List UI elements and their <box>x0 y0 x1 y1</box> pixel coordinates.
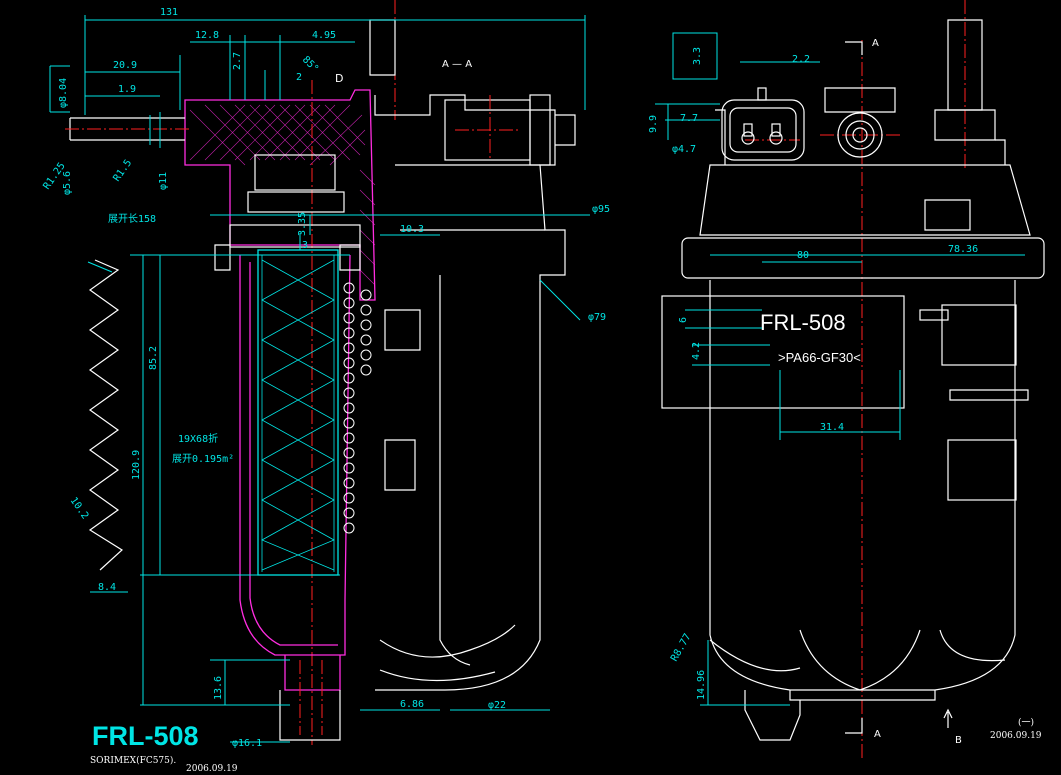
dim-95: φ95 <box>592 204 610 215</box>
dim-10-3: 10.3 <box>400 224 424 235</box>
drain-hatch <box>284 655 341 691</box>
dim-85deg: 85° <box>300 54 321 75</box>
label-plate <box>661 295 905 409</box>
dim-4-95: 4.95 <box>312 30 336 41</box>
dim-85-2: 85.2 <box>148 346 159 370</box>
dim-8-04: φ8.04 <box>58 78 69 108</box>
dim-131: 131 <box>160 7 178 18</box>
flange <box>681 237 1045 279</box>
dim-2-2: 2.2 <box>792 54 810 65</box>
pleat-area: 展开0.195m² <box>172 453 234 465</box>
view-d: D <box>335 72 343 85</box>
bowl-wall <box>239 254 351 656</box>
dim-13-6: 13.6 <box>213 676 224 700</box>
dim-3: 3 <box>302 240 308 251</box>
dim-4-2: 4.2 <box>691 342 702 360</box>
part-number: FRL-508 <box>92 721 199 751</box>
dim-31-4: 31.4 <box>820 422 844 433</box>
dim-8-4: 8.4 <box>98 582 116 593</box>
dim-7-7: 7.7 <box>680 113 698 124</box>
head-body <box>699 164 1031 236</box>
dim-9-9: 9.9 <box>648 115 659 133</box>
pleat-unfold-profile <box>88 259 123 571</box>
dim-120-9: 120.9 <box>131 450 142 480</box>
label-title: FRL-508 <box>760 310 846 335</box>
dim-3-35: 3.35 <box>297 212 308 236</box>
dim-11: φ11 <box>158 172 169 190</box>
view-b: B <box>955 735 962 746</box>
dim-r1-5: R1.5 <box>111 158 134 184</box>
dim-22: φ22 <box>488 700 506 711</box>
date-right: 2006.09.19 <box>990 731 1042 741</box>
dim-6: 6 <box>678 317 689 323</box>
dim-2: 2 <box>296 72 302 83</box>
pleat-count: 19X68折 <box>178 432 218 445</box>
dim-6-86: 6.86 <box>400 699 424 710</box>
view-a-top: A <box>872 38 879 49</box>
dim-20-9: 20.9 <box>113 60 137 71</box>
dim-80: 80 <box>797 250 809 261</box>
dim-5-6: φ5.6 <box>62 171 73 195</box>
spring-coils <box>343 282 372 534</box>
section-arrow-top <box>845 41 863 55</box>
crosshatch <box>189 104 376 286</box>
dimension-lines <box>49 15 590 743</box>
filter-element <box>257 249 339 576</box>
dim-79: φ79 <box>588 312 606 323</box>
dim-4-7: φ4.7 <box>672 144 696 155</box>
external-outline <box>374 94 566 691</box>
dim-r8-77: R8.77 <box>669 632 694 664</box>
dim-14-96: 14.96 <box>696 670 707 700</box>
customer-ref: SORIMEX(FC575). <box>90 755 176 766</box>
outlet-fitting <box>837 112 883 158</box>
dim-1-9: 1.9 <box>118 84 136 95</box>
section-arrow-bottom <box>845 718 863 734</box>
dim-3-3: 3.3 <box>692 47 703 65</box>
dim-16-1: φ16.1 <box>232 738 262 749</box>
unfold-length: 展开长158 <box>108 213 156 225</box>
dim-2-7: 2.7 <box>232 52 243 70</box>
revision: (一) <box>1018 717 1034 728</box>
front-view: A A B <box>648 0 1045 760</box>
dim-12-8: 12.8 <box>195 30 219 41</box>
dim-78-36: 78.36 <box>948 244 978 255</box>
view-arrow-b <box>943 708 953 728</box>
dim-10-2: 10.2 <box>68 495 91 521</box>
bowl-outline <box>709 280 1016 691</box>
head-section-hatch <box>184 89 376 301</box>
section-label: A — A <box>442 59 472 70</box>
view-a-bottom: A <box>874 729 881 740</box>
date-left: 2006.09.19 <box>186 764 238 774</box>
label-material: >PA66-GF30< <box>778 350 861 365</box>
section-view: 131 12.8 4.95 20.9 1.9 2.7 2 85° D φ8.04… <box>41 0 610 774</box>
filter-pleats <box>261 255 335 572</box>
